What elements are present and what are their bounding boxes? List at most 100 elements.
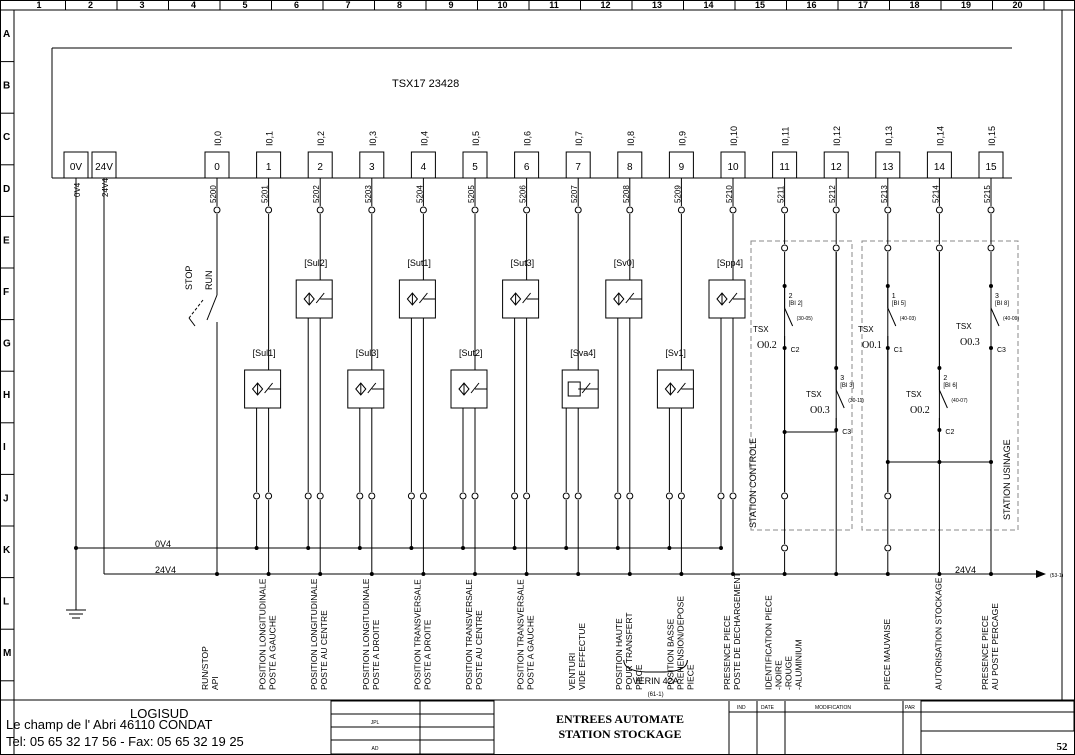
sensor-contact-symbol [315, 292, 325, 304]
input-wire-number: 5213 [880, 185, 889, 203]
input-terminal [368, 206, 376, 214]
input-terminal-number: 10 [727, 162, 739, 173]
input-function-label: POSITION HAUTE [614, 618, 624, 690]
input-terminal [471, 492, 479, 500]
input-wire-number: 5209 [673, 185, 682, 203]
input-address-label: I0,5 [471, 131, 481, 146]
input-terminal-number: 15 [985, 162, 997, 173]
sensor-tag: [Sul2] [304, 258, 327, 268]
grid-column-label: 18 [909, 0, 919, 10]
prox-sensor-icon [355, 382, 367, 396]
input-address-label: I0,3 [368, 131, 378, 146]
input-terminal-box [565, 151, 591, 179]
input-terminal-box [720, 151, 746, 179]
tsx-output-address: O0.2 [757, 340, 777, 351]
grid-row-label: A [3, 29, 10, 40]
prox-sensor-icon [251, 382, 264, 396]
contact-number: 3 [995, 293, 999, 300]
bus-junction [885, 572, 890, 576]
input-terminal-number: 6 [524, 162, 530, 173]
contact-sub-ref: (30-11) [848, 398, 864, 404]
tsx-label: TSX [753, 325, 769, 334]
tsx-label: TSX [858, 325, 874, 334]
input-terminal-box [462, 151, 488, 179]
input-function-label: POUR TRANSFERT [624, 612, 634, 690]
bus-junction [937, 572, 942, 576]
input-function-label: POSITION LONGITUDINALE [309, 578, 319, 690]
input-terminal [884, 244, 892, 252]
grid-row-label: M [3, 648, 11, 659]
run-stop-switch-actuator [188, 317, 196, 327]
input-terminal [523, 206, 531, 214]
prox-sensor-icon [303, 292, 315, 306]
supply-terminal-box [63, 151, 89, 179]
input-terminal [781, 206, 789, 214]
contact-ref: [BI 2] [789, 301, 803, 307]
input-terminal-number: 7 [575, 162, 581, 173]
input-terminal [729, 206, 737, 214]
sensor-terminal [356, 492, 364, 500]
input-terminal-box [514, 151, 540, 179]
input-wire-number: 5208 [622, 185, 631, 203]
tsx-label: TSX [806, 390, 822, 399]
input-terminal [987, 244, 995, 252]
grid-column-label: 6 [294, 0, 299, 10]
drawing-number-box [920, 700, 1075, 732]
contact-sub-ref: (40-07) [951, 398, 967, 404]
input-function-label: POSTE DE DECHARGEMENT [732, 572, 742, 690]
revision-column-header: PAR [905, 705, 915, 711]
bus-continuation-arrow [1036, 570, 1046, 578]
tsx-output-contact [835, 389, 845, 409]
input-terminal [316, 492, 324, 500]
input-function-label: IDENTIFICATION PIECE [764, 595, 774, 690]
plus-bus-label: 24V4 [155, 565, 176, 575]
input-terminal-box [410, 151, 436, 179]
revision-column-header: MODIFICATION [815, 705, 851, 711]
input-function-label: PRESENCE PIECE [722, 615, 732, 690]
input-function-label: POSITION TRANSVERSALE [412, 579, 422, 690]
grid-row-label: K [3, 545, 11, 556]
plc-model-label: TSX17 23428 [392, 78, 459, 90]
zero-bus-label: 0V4 [155, 539, 171, 549]
input-terminal [884, 206, 892, 214]
input-terminal-number: 0 [214, 162, 220, 173]
input-function-label: POSTE A GAUCHE [268, 615, 278, 690]
grid-row-label: H [3, 390, 10, 401]
grid-column-label: 9 [448, 0, 453, 10]
company-name: LOGISUD [130, 706, 189, 721]
station-controle-title: STATION CONTROLE [748, 438, 758, 528]
input-terminal [626, 492, 634, 500]
supply-terminal-box [91, 151, 117, 179]
contact-ref: [BI 5] [892, 301, 906, 307]
input-terminal-number: 3 [369, 162, 375, 173]
input-terminal [781, 492, 789, 500]
contact-sub-ref: (30-05) [797, 316, 813, 322]
prox-sensor-icon [664, 382, 677, 396]
input-terminal [574, 206, 582, 214]
input-function-label: VENTURI [567, 653, 577, 690]
input-address-label: I0,13 [884, 126, 894, 146]
input-terminal-box [307, 151, 333, 179]
sensor-contact-symbol [367, 382, 377, 394]
grid-column-label: 16 [806, 0, 816, 10]
contact-common-label: C1 [894, 347, 903, 354]
input-address-label: I0,12 [832, 126, 842, 146]
input-terminal [677, 492, 685, 500]
contact-common-label: C2 [945, 429, 954, 436]
sensor-tag: [Sul1] [253, 348, 276, 358]
input-function-label: -ROUGE [784, 656, 794, 690]
grid-column-label: 7 [345, 0, 350, 10]
input-wire-number: 5204 [415, 185, 424, 203]
company-address: Le champ de l' Abri 46110 CONDAT [6, 717, 213, 732]
input-wire-number: 5215 [983, 185, 992, 203]
input-terminal-number: 12 [831, 162, 843, 173]
input-terminal [419, 492, 427, 500]
verin-ref: (61-1) [648, 692, 664, 698]
grid-column-label: 15 [755, 0, 765, 10]
input-terminal-box [875, 151, 901, 179]
grid-column-label: 10 [497, 0, 507, 10]
tsx-output-contact [938, 389, 948, 409]
